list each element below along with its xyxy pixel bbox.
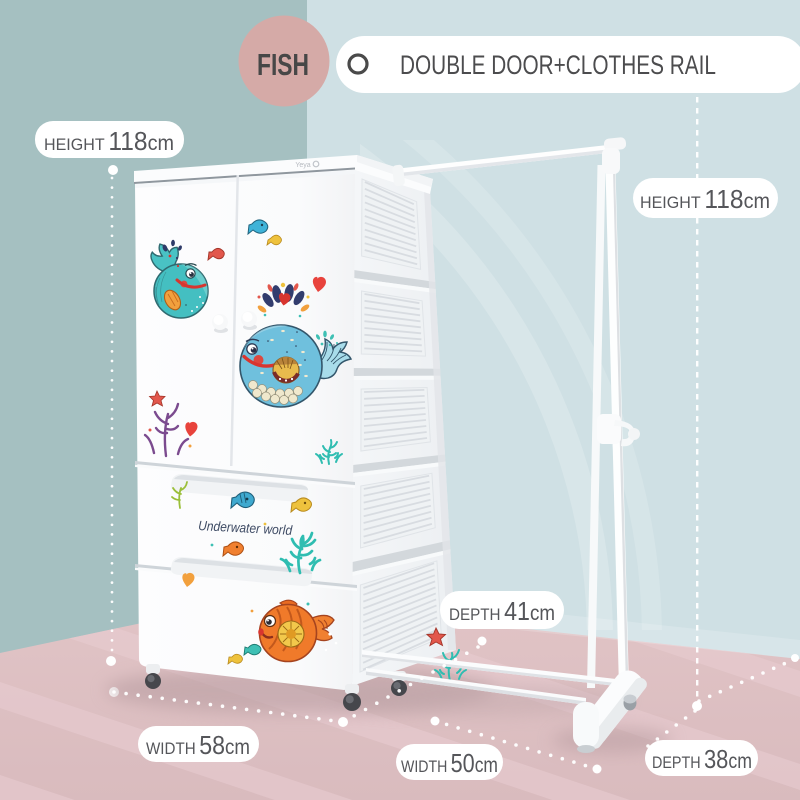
svg-text:DEPTH41cm: DEPTH41cm [449,596,555,626]
svg-text:WIDTH58cm: WIDTH58cm [146,730,250,760]
svg-text:DOUBLE DOOR+CLOTHES RAIL: DOUBLE DOOR+CLOTHES RAIL [400,50,716,80]
svg-text:Underwater world: Underwater world [198,518,293,538]
svg-text:Yeya: Yeya [295,162,310,169]
svg-text:HEIGHT118cm: HEIGHT118cm [640,184,770,214]
svg-text:HEIGHT118cm: HEIGHT118cm [44,126,174,156]
svg-text:FISH: FISH [257,47,309,82]
svg-text:WIDTH50cm: WIDTH50cm [401,748,498,778]
svg-text:DEPTH38cm: DEPTH38cm [652,744,752,774]
